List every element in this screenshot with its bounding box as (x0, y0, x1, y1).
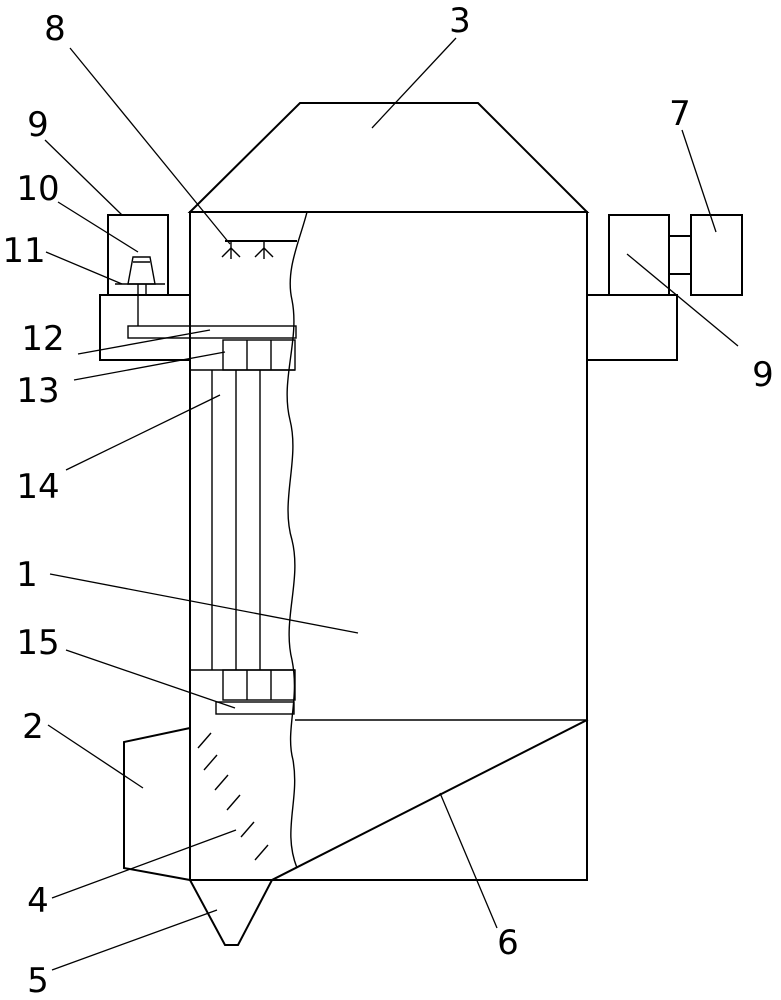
label-1: 1 (16, 555, 38, 595)
label-9-right: 9 (752, 355, 774, 395)
baffle-dash-2 (203, 754, 218, 771)
leader-11 (45, 251, 123, 285)
cutaway-edge (286, 211, 308, 869)
lower-block-row (222, 669, 296, 701)
leader-3 (371, 37, 457, 129)
baffle-dash-5 (240, 821, 255, 838)
leader-12 (77, 329, 211, 355)
leader-5 (51, 909, 218, 971)
label-2: 2 (22, 707, 44, 747)
inlet-duct (123, 726, 191, 882)
leader-14 (65, 394, 221, 471)
label-10: 10 (16, 169, 59, 209)
leader-4 (51, 829, 237, 899)
lower-plate (215, 701, 295, 715)
baffle-dash-3 (214, 774, 229, 791)
label-4: 4 (27, 881, 49, 921)
label-15: 15 (16, 623, 59, 663)
top-hood (187, 102, 590, 213)
inclined-plate (270, 718, 589, 882)
label-6: 6 (497, 923, 519, 963)
motor (690, 214, 743, 296)
label-8: 8 (44, 9, 66, 49)
leader-15 (65, 649, 236, 709)
nozzle-2-spray-a (254, 247, 265, 258)
nozzle-2-spray-c (263, 247, 274, 258)
label-7: 7 (669, 94, 691, 134)
right-side-box (586, 294, 678, 361)
nozzle-1-spray-a (221, 247, 232, 258)
leader-10 (57, 201, 139, 253)
leader-1 (49, 573, 359, 634)
label-13: 13 (16, 371, 59, 411)
label-11: 11 (2, 231, 45, 271)
baffle-dash-1 (197, 732, 212, 749)
upper-block-row (222, 339, 296, 371)
leader-8 (69, 47, 231, 245)
left-motor-housing (107, 214, 169, 296)
label-12: 12 (21, 319, 64, 359)
bracket-plate (127, 325, 297, 339)
label-3: 3 (449, 1, 471, 41)
leader-6 (439, 792, 498, 929)
leader-2 (47, 724, 144, 789)
label-9-left: 9 (27, 105, 49, 145)
baffle-dash-4 (226, 794, 241, 811)
nozzle-1-spray-c (230, 247, 241, 258)
right-motor-housing (608, 214, 670, 296)
lifting-element (127, 256, 156, 285)
leader-7 (681, 129, 717, 233)
leader-13 (73, 351, 226, 381)
baffle-dash-6 (254, 844, 269, 861)
label-14: 14 (16, 467, 59, 507)
motor-coupling (668, 235, 692, 275)
label-5: 5 (27, 961, 49, 1000)
leader-9-right (626, 253, 739, 347)
leader-9-left (44, 139, 123, 216)
tower-body (189, 211, 588, 881)
bottom-funnel (188, 879, 274, 946)
left-side-box (99, 294, 191, 361)
